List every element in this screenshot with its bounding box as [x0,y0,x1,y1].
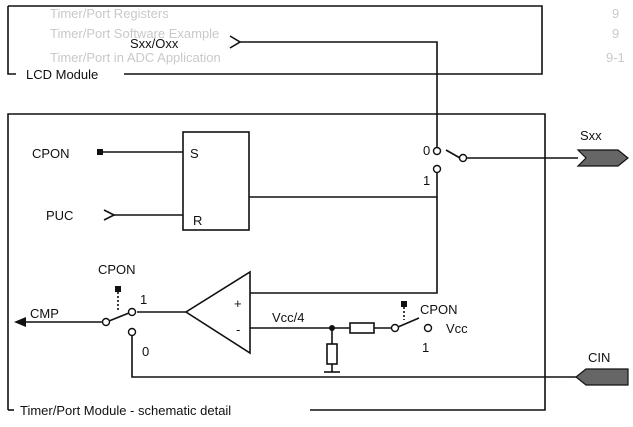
top-switch-contact-0 [432,146,442,156]
lower-resistor-icon [326,343,338,365]
lcd-module-border [8,5,543,75]
sxx-oxx-label: Sxx/Oxx [130,36,179,51]
cpon-label-top: CPON [32,146,70,161]
flipflop-set-label: S [190,146,199,161]
lcd-module-boundary: LCD Module [7,5,543,82]
vcc-switch-arm [397,317,420,328]
vcc-label: Vcc [446,321,468,336]
top-switch-pos-0: 0 [423,143,430,158]
comparator-plus-label: + [234,296,242,311]
timer-port-module-label: Timer/Port Module - schematic detail [20,403,231,418]
bleed-line-2: Timer/Port Software Example [50,26,219,41]
bleed-line-1: Timer/Port Registers [50,6,169,21]
flipflop-output-wire [249,172,438,198]
bleed-number-3: 9-1 [606,50,625,65]
sxx-port-label: Sxx [580,128,602,143]
timer-port-module-boundary: Timer/Port Module - schematic detail [7,113,546,418]
cin-wire [131,336,578,378]
timer-port-module-border [7,113,546,411]
upper-resistor-icon [349,322,375,334]
cmp-switch-pivot [101,317,111,327]
cpon-label-vcc: CPON [420,302,458,317]
cmp-label: CMP [30,306,59,321]
cmp-switch-pos-0: 0 [142,344,149,359]
background-bleed-text: Timer/Port Registers Timer/Port Software… [50,6,625,65]
puc-label: PUC [46,208,73,223]
top-switch-arm [445,149,461,159]
comparator-plus-wire [250,197,438,294]
flipflop-reset-label: R [193,213,202,228]
cmp-output-arrow-icon [14,317,26,327]
vcc-switch-contact [423,323,433,333]
cmp-switch-pos-1: 1 [140,292,147,307]
lcd-module-label: LCD Module [26,67,98,82]
top-switch-contact-1 [432,164,442,174]
sr-flipflop [182,131,250,231]
comparator-icon [184,270,251,355]
cmp-switch-arm [108,312,130,322]
top-switch-pivot [458,153,468,163]
cpon-terminal-top [97,149,103,155]
cmp-switch-contact-0 [127,327,137,337]
cmp-switch-contact-1 [127,307,137,317]
cin-port-icon [575,368,629,386]
top-switch-pos-1: 1 [423,173,430,188]
vcc-switch-pivot [390,323,400,333]
cpon-terminal-vcc [401,301,407,307]
vcc-quarter-label: Vcc/4 [272,310,305,325]
cpon-terminal-cmp [115,286,121,292]
sxx-port-icon [576,149,629,167]
puc-input-arrow [103,209,116,221]
bleed-line-3: Timer/Port in ADC Application [50,50,221,65]
lcd-module-border-left [7,6,16,75]
comparator-minus-label: - [236,322,240,337]
cpon-label-cmp: CPON [98,262,136,277]
cin-port-label: CIN [588,350,610,365]
sxx-oxx-wire [240,41,438,148]
bleed-number-2: 9 [612,26,619,41]
bleed-number-1: 9 [612,6,619,21]
sxx-oxx-input-arrow [229,35,242,49]
vcc-switch-pos-1: 1 [422,340,429,355]
